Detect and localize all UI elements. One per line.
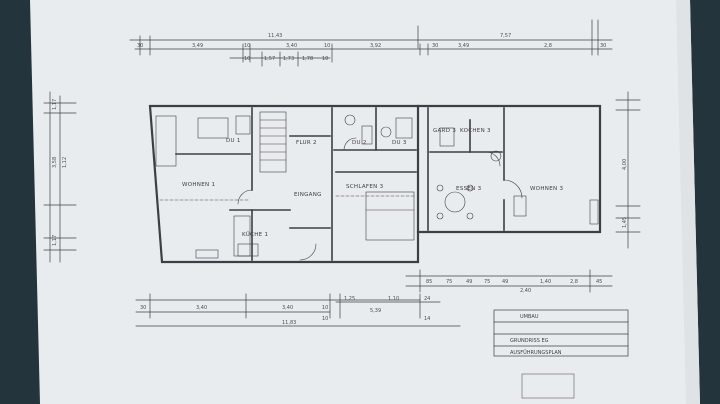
bottom-dimension-lines bbox=[135, 269, 613, 327]
dim-bottom-right-1: 85 bbox=[426, 279, 432, 285]
interior-walls bbox=[175, 107, 505, 261]
room-label-schlafen-3: SCHLAFEN 3 bbox=[346, 184, 384, 190]
dim-overall-b: 7,57 bbox=[500, 33, 511, 39]
room-label-kochen-3: KOCHEN 3 bbox=[460, 128, 491, 134]
dim-top-5: 10 bbox=[324, 43, 330, 49]
interior-details bbox=[155, 111, 599, 259]
dim-bottom-right-7: 2,8 bbox=[570, 279, 578, 285]
dim-bottom-row2-1: 10 bbox=[322, 316, 328, 322]
dim-left-2: 3,58 bbox=[52, 157, 58, 168]
dim-bottom-right-5: 49 bbox=[502, 279, 508, 285]
dim-bottom-4: 10 bbox=[322, 305, 328, 311]
dim-left-1: 1,17 bbox=[52, 99, 58, 110]
room-label-gard-3: GARD 3 bbox=[433, 128, 456, 134]
dim-bottom-right-6: 1,40 bbox=[540, 279, 551, 285]
dim-bottom-5: 1,25 bbox=[344, 296, 355, 302]
dim-bottom-right-2: 75 bbox=[446, 279, 452, 285]
left-dimension-lines bbox=[43, 91, 77, 263]
room-label-du-1: DU 1 bbox=[226, 138, 241, 144]
room-label-essen-3: ESSEN 3 bbox=[456, 186, 482, 192]
title-block bbox=[493, 309, 629, 357]
dim-top-4: 3,40 bbox=[286, 43, 297, 49]
dim-right-2: 1,45 bbox=[622, 217, 628, 228]
outer-walls bbox=[148, 104, 602, 264]
dim-bottom-6: 1,10 bbox=[388, 296, 399, 302]
dim-top-row2-2: 1,57 bbox=[264, 56, 275, 62]
dim-bottom-row2-3: 14 bbox=[424, 316, 430, 322]
dim-overall-a: 11,43 bbox=[268, 33, 282, 39]
dim-top-1: 30 bbox=[137, 43, 143, 49]
dim-bottom-3: 3,40 bbox=[282, 305, 293, 311]
dim-bottom-right-8: 45 bbox=[596, 279, 602, 285]
room-label-du-2: DU 2 bbox=[352, 140, 367, 146]
paper-shadow-right bbox=[676, 0, 700, 404]
title-line-3: AUSFÜHRUNGSPLAN bbox=[510, 349, 562, 356]
dim-top-3: 10 bbox=[244, 43, 250, 49]
dim-bottom-overall: 11,83 bbox=[282, 320, 296, 326]
room-label-eingang: EINGANG bbox=[294, 192, 322, 198]
room-label-wohnen-1: WOHNEN 1 bbox=[182, 182, 215, 188]
dim-bottom-1: 30 bbox=[140, 305, 146, 311]
dim-top-row2-1: 10 bbox=[244, 56, 250, 62]
stamp bbox=[521, 373, 575, 399]
title-line-1: UMBAU bbox=[520, 314, 539, 320]
dim-bottom-7: 24 bbox=[424, 296, 430, 302]
title-line-2: GRUNDRISS EG bbox=[510, 338, 549, 344]
door-swings bbox=[237, 137, 523, 261]
dim-bottom-right-total: 2,40 bbox=[520, 288, 531, 294]
dim-top-7: 30 bbox=[432, 43, 438, 49]
room-label-wohnen-3: WOHNEN 3 bbox=[530, 186, 563, 192]
room-label-kueche-1: KÜCHE 1 bbox=[242, 231, 268, 238]
dim-right-1: 4,00 bbox=[622, 159, 628, 170]
dim-left-3: 1,12 bbox=[62, 157, 68, 168]
paper-sheet bbox=[30, 0, 700, 404]
dim-top-10: 30 bbox=[600, 43, 606, 49]
dim-bottom-row2-2: 5,39 bbox=[370, 308, 381, 314]
dim-bottom-right-3: 49 bbox=[466, 279, 472, 285]
dim-top-row2-3: 1,73 bbox=[283, 56, 294, 62]
dim-top-row2-4: 1,78 bbox=[302, 56, 313, 62]
dim-top-6: 3,92 bbox=[370, 43, 381, 49]
dim-top-2: 3,49 bbox=[192, 43, 203, 49]
room-label-du-3: DU 3 bbox=[392, 140, 407, 146]
dim-top-row2-5: 10 bbox=[322, 56, 328, 62]
room-label-flur-2: FLUR 2 bbox=[296, 140, 317, 146]
dim-top-8: 3,49 bbox=[458, 43, 469, 49]
dim-left-4: 1,17 bbox=[52, 235, 58, 246]
dim-bottom-2: 3,40 bbox=[196, 305, 207, 311]
dim-top-9: 2,8 bbox=[544, 43, 552, 49]
right-dimension-lines bbox=[615, 91, 641, 249]
top-dimension-lines bbox=[129, 19, 613, 67]
dim-bottom-right-4: 75 bbox=[484, 279, 490, 285]
